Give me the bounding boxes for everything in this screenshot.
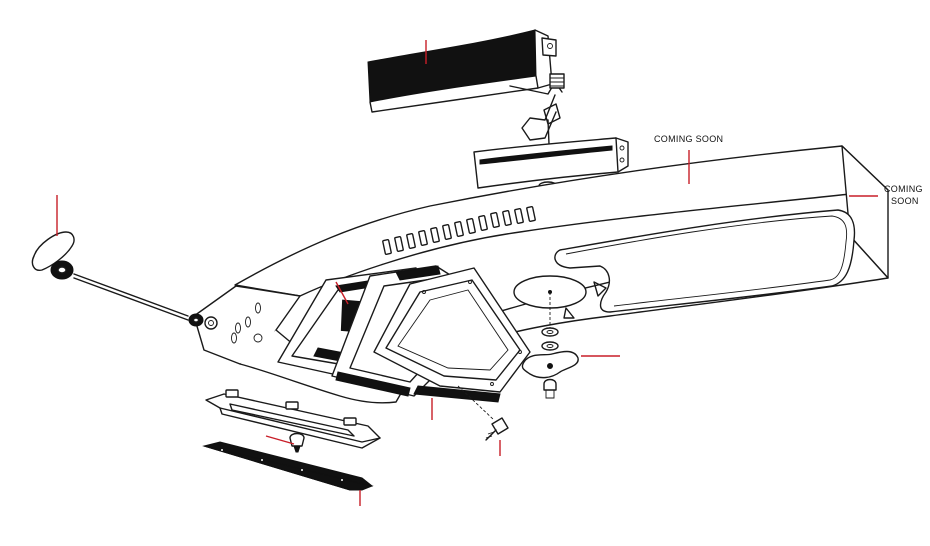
vent-slots	[382, 206, 536, 255]
label-coming-soon-side-line1: COMING	[884, 184, 923, 194]
visor-spring	[549, 73, 565, 89]
callout-clip	[265, 435, 295, 445]
mounting-screw	[457, 385, 509, 441]
knob-handle	[31, 231, 75, 271]
lower-clip	[289, 432, 305, 447]
washer-1	[541, 327, 559, 337]
washer-2	[541, 341, 559, 351]
visor-bracket	[541, 37, 557, 57]
panel-knob-mount	[204, 316, 218, 330]
dome-light-hardware	[513, 275, 607, 399]
knob-rod-assembly	[31, 231, 204, 327]
lower-frame-assembly	[202, 389, 381, 491]
visor-pad	[367, 29, 537, 103]
sun-visor-assembly	[367, 29, 629, 191]
callout-lines	[56, 40, 878, 506]
label-coming-soon-side-line2: SOON	[891, 196, 919, 206]
map-light-frames	[277, 265, 531, 403]
label-coming-soon-top: COMING SOON	[654, 134, 723, 144]
callout-rear-frame	[335, 281, 349, 305]
headliner-panel	[193, 145, 889, 404]
